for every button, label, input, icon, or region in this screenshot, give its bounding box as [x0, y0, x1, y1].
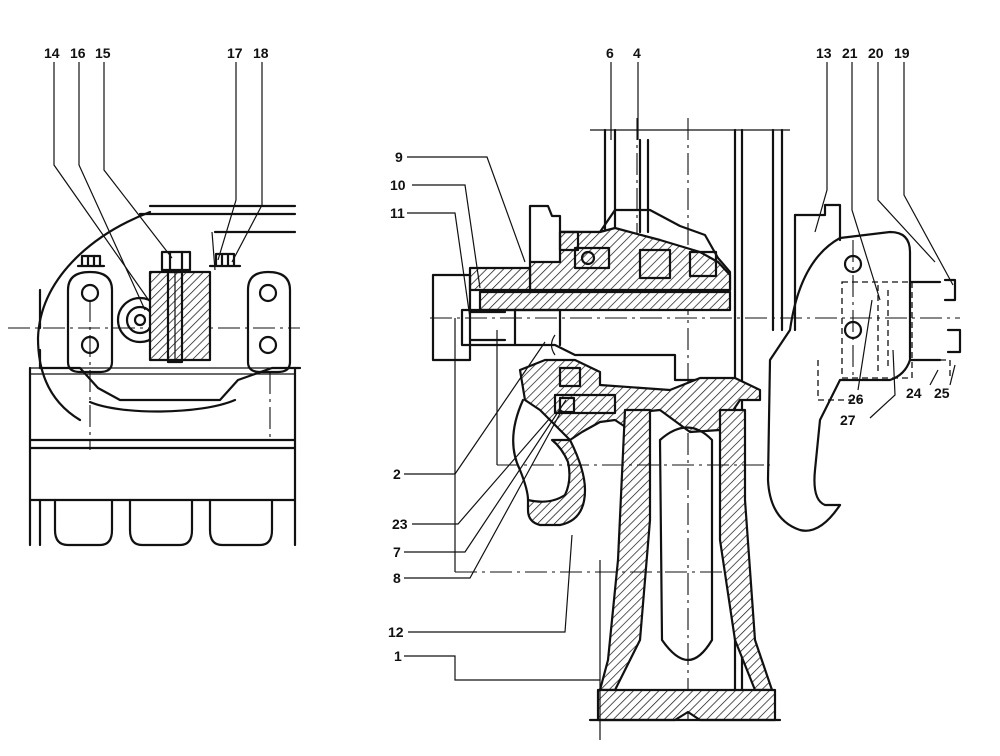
label-8: 8: [393, 570, 401, 586]
label-12: 12: [388, 624, 404, 640]
label-18: 18: [253, 45, 269, 61]
label-17: 17: [227, 45, 243, 61]
leader-lines: [53, 62, 956, 681]
left-view: [8, 204, 302, 547]
label-20: 20: [868, 45, 884, 61]
label-14: 14: [44, 45, 60, 61]
label-13: 13: [816, 45, 832, 61]
label-15: 15: [95, 45, 111, 61]
label-6: 6: [606, 45, 614, 61]
label-26: 26: [848, 391, 864, 407]
label-21: 21: [842, 45, 858, 61]
part-labels: 14 16 15 17 18 6 4 13 21 20 19 9 10 11 2…: [44, 45, 950, 664]
label-27: 27: [840, 412, 856, 428]
label-24: 24: [906, 385, 922, 401]
label-10: 10: [390, 177, 406, 193]
label-16: 16: [70, 45, 86, 61]
label-19: 19: [894, 45, 910, 61]
label-2: 2: [393, 466, 401, 482]
label-1: 1: [394, 648, 402, 664]
right-view: [430, 118, 962, 740]
label-11: 11: [390, 205, 405, 221]
label-9: 9: [395, 149, 403, 165]
label-7: 7: [393, 544, 401, 560]
label-25: 25: [934, 385, 950, 401]
label-4: 4: [633, 45, 641, 61]
label-23: 23: [392, 516, 408, 532]
